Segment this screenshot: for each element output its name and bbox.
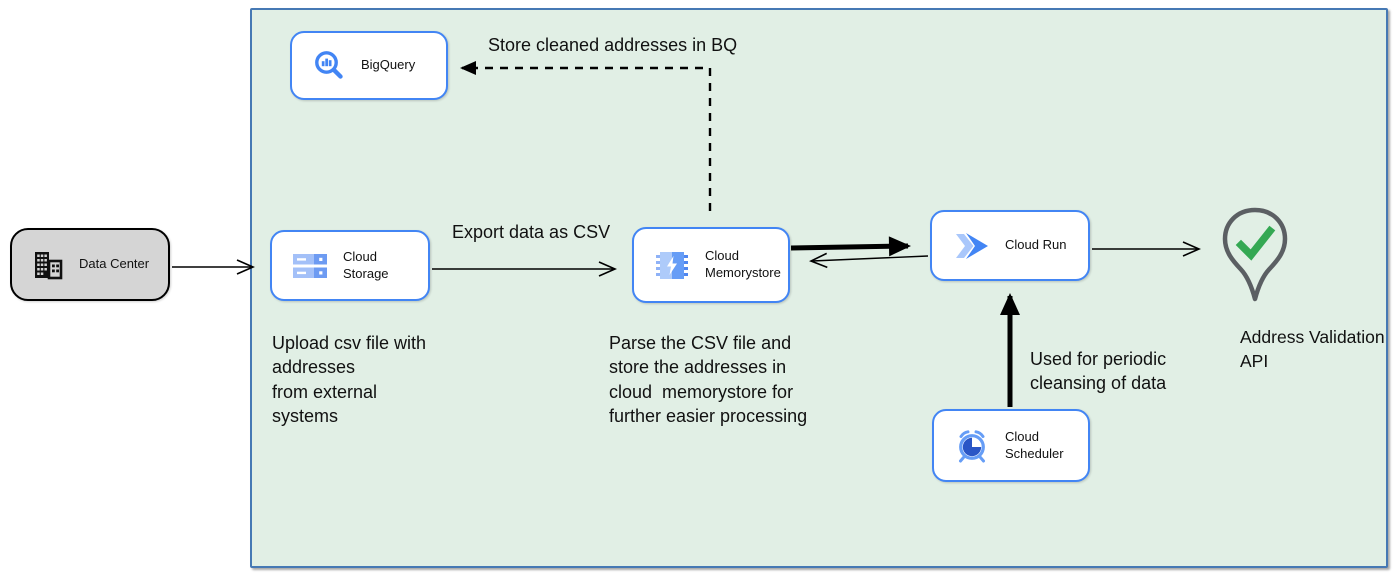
node-cloud-storage[interactable]: Cloud Storage bbox=[270, 230, 430, 301]
node-label: Data Center bbox=[79, 256, 150, 272]
system-boundary-box bbox=[250, 8, 1388, 568]
node-label: Cloud Memorystore bbox=[705, 248, 781, 280]
note-upload-csv: Upload csv file with addresses from exte… bbox=[272, 333, 427, 426]
storage-buckets-icon bbox=[292, 251, 328, 281]
edge-label-export-csv: Export data as CSV bbox=[452, 222, 611, 242]
edge-label-periodic-cleansing: Used for periodic cleansing of data bbox=[1030, 349, 1167, 394]
node-cloud-memorystore[interactable]: Cloud Memorystore bbox=[632, 227, 790, 303]
node-label: Cloud Storage bbox=[343, 248, 389, 281]
node-cloud-run[interactable]: Cloud Run bbox=[930, 210, 1090, 281]
cloud-run-arrows-icon bbox=[952, 231, 990, 261]
map-pin-check-icon bbox=[1220, 206, 1290, 310]
node-cloud-scheduler[interactable]: Cloud Scheduler bbox=[932, 409, 1090, 482]
memorystore-chip-icon bbox=[654, 247, 690, 283]
edge-label-store-cleaned-bq: Store cleaned addresses in BQ bbox=[488, 35, 738, 55]
node-label: BigQuery bbox=[361, 57, 416, 73]
node-label: Cloud Run bbox=[1005, 237, 1067, 253]
building-icon bbox=[32, 250, 64, 280]
scheduler-clock-icon bbox=[954, 428, 990, 464]
node-big-query[interactable]: BigQuery bbox=[290, 31, 448, 100]
node-label: Cloud Scheduler bbox=[1005, 428, 1064, 461]
note-parse-csv: Parse the CSV file and store the address… bbox=[609, 333, 808, 426]
address-validation-pin[interactable] bbox=[1220, 206, 1290, 310]
node-data-center[interactable]: Data Center bbox=[10, 228, 170, 301]
address-validation-api-label: Address Validation API bbox=[1240, 327, 1385, 371]
bigquery-magnifier-icon bbox=[312, 49, 346, 83]
